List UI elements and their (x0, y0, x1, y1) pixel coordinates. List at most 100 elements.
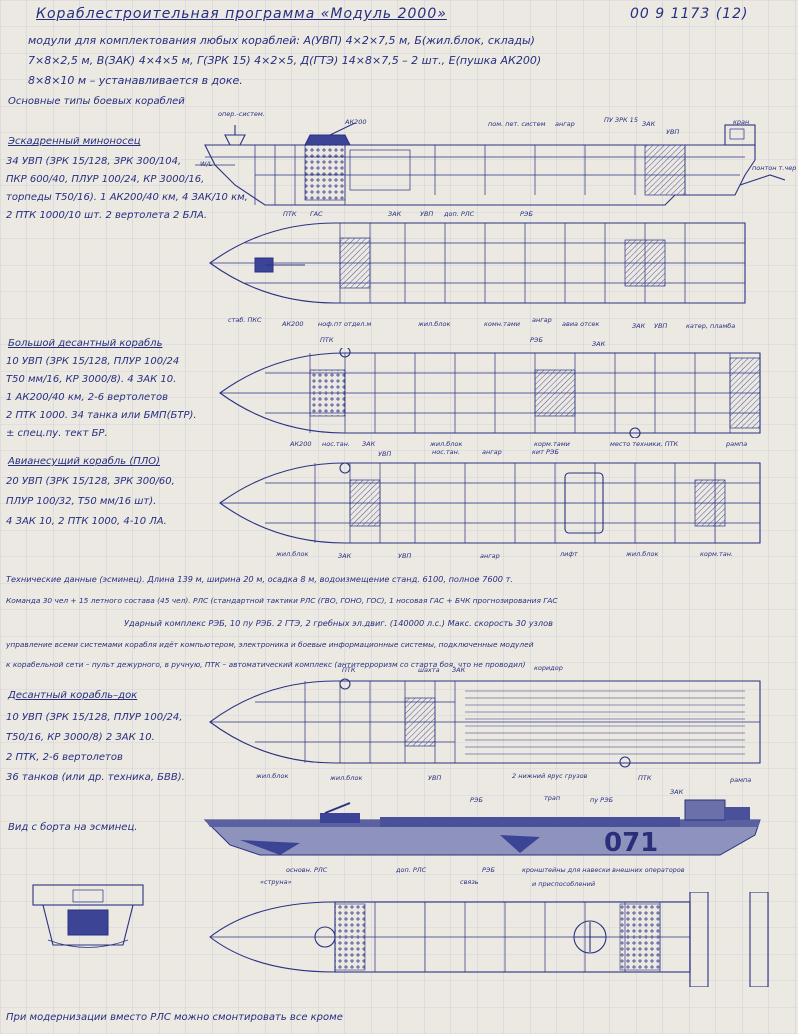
view-label-top-zak: ЗАК (670, 788, 684, 796)
dock-plan-label-5: ПТК (638, 774, 652, 782)
hull-number: 071 (604, 828, 659, 858)
landing-plan-label-4: жил.блок (430, 440, 463, 448)
destroyer-label-kran: кран (733, 118, 750, 126)
destroyer-spec-1: 34 УВП (ЗРК 15/128, ЗРК 300/104, (6, 156, 182, 167)
header-line-3: 7×8×2,5 м, В(ЗАК) 4×4×5 м, Г(ЗРК 15) 4×2… (28, 54, 542, 67)
landing-ship-title: Большой десантный корабль (8, 338, 163, 349)
view-label-top-reb: РЭБ (470, 796, 483, 804)
destroyer-label-zak: ЗАК (642, 120, 656, 128)
dock-plan-label-3: УВП (428, 774, 442, 782)
footer-note: При модернизации вместо РЛС можно смонти… (6, 1012, 343, 1023)
document-title: Кораблестроительная программа «Модуль 20… (36, 6, 447, 22)
header-line-2: модули для комплектования любых кораблей… (28, 34, 535, 47)
landing-plan-label-6: место техники, ПТК (610, 440, 679, 448)
destroyer-spec-3: торпеды Т50/16). 1 АК200/40 км, 4 ЗАК/10… (6, 192, 248, 203)
destroyer-plan-label-5: комн.тами (484, 320, 521, 328)
destroyer-title: Эскадренный миноносец (8, 136, 141, 147)
dock-ship-spec-4: 36 танков (или др. техника, БВВ). (6, 772, 185, 783)
view-label-bottom-3: РЭБ (482, 866, 495, 874)
dock-ship-spec-1: 10 УВП (ЗРК 15/128, ПЛУР 100/24, (6, 712, 183, 723)
destroyer-label-ak200: АК200 (345, 118, 367, 126)
destroyer-label-ops: опер.-систем. (218, 110, 265, 118)
dock-plan-top-zak: ЗАК (452, 666, 466, 674)
destroyer-plan-label-3: ноф.пт отдел.м (318, 320, 372, 328)
destroyer-label-puzrk: ПУ ЗРК 15 (604, 116, 638, 124)
landing-ship-spec-5: ± спец.пу. тект БР. (6, 428, 108, 439)
destroyer-plan-label-1: стаб. ПКС (228, 316, 262, 324)
amphibious-plan-top-uvp: УВП (378, 450, 392, 458)
landing-plan-top-ptk: ПТК (320, 336, 334, 344)
bottom-plan-label: «струна» (260, 878, 292, 886)
bottom-plan-view (209, 892, 769, 987)
view-label-bottom-2: доп. РЛС (396, 866, 427, 874)
dock-plan-label-2: жил.блок (330, 774, 363, 782)
document-number: 00 9 1173 (12) (630, 6, 749, 22)
destroyer-plan-label-2: АК200 (282, 320, 304, 328)
dock-plan-label-6: рампа (730, 776, 752, 784)
amphibious-plan-label-4: ангар (480, 552, 500, 560)
destroyer-label-ptk: ПТК (283, 210, 297, 218)
destroyer-label-uvp: УВП (666, 128, 680, 136)
destroyer-plan-top-rls: доп. РЛС (444, 210, 475, 218)
dock-ship-spec-3: 2 ПТК, 2-6 вертолетов (6, 752, 123, 763)
tech-line-5: к корабельной сети – пульт дежурного, в … (6, 660, 526, 669)
view-label-bottom-6: и приспособлений (532, 880, 596, 888)
landing-ship-spec-2: Т50 мм/16, КР 3000/8). 4 ЗАК 10. (6, 374, 177, 385)
dock-plan-top-ptk: ПТК (342, 666, 356, 674)
view-label-top-trap: трап (544, 794, 561, 802)
landing-plan-label-2: нос.тан. (322, 440, 350, 448)
section-title: Основные типы боевых кораблей (8, 96, 185, 107)
tech-line-4: управление всеми системами корабля идёт … (6, 640, 534, 649)
amphibious-spec-2: ПЛУР 100/32, Т50 мм/16 шт). (6, 496, 157, 507)
destroyer-plan-label-10: катер, пламба (686, 322, 736, 330)
view-label-bottom-1: основн. РЛС (286, 866, 328, 874)
dock-ship-spec-2: Т50/16, КР 3000/8) 2 ЗАК 10. (6, 732, 155, 743)
amphibious-plan-label-1: жил.блок (276, 550, 309, 558)
amphibious-spec-1: 20 УВП (ЗРК 15/128, ЗРК 300/60, (6, 476, 175, 487)
view-caption: Вид с борта на эсминец. (8, 822, 138, 833)
landing-ship-spec-1: 10 УВП (ЗРК 15/128, ПЛУР 100/24 (6, 356, 180, 367)
view-label-top-pu-reb: пу РЭБ (590, 796, 614, 804)
dock-plan-label-1: жил.блок (256, 772, 289, 780)
destroyer-spec-2: ПКР 600/40, ПЛУР 100/24, КР 3000/16, (6, 174, 205, 185)
destroyer-plan-label-7: авиа отсек (562, 320, 600, 328)
landing-plan-label-7: рампа (726, 440, 748, 448)
dock-plan-label-4: 2 нижний ярус грузов (512, 772, 588, 780)
landing-plan-label-5: корм.тами (534, 440, 570, 448)
amphibious-plan-label-3: УВП (398, 552, 412, 560)
destroyer-plan-label-6: ангар (532, 316, 552, 324)
amphibious-plan-top-nos: нос.тан. (432, 448, 460, 456)
amphibious-spec-3: 4 ЗАК 10, 2 ПТК 1000, 4-10 ЛА. (6, 516, 167, 527)
destroyer-plan-top-uvp: УВП (420, 210, 434, 218)
landing-ship-plan-view (219, 348, 761, 438)
destroyer-plan-view (209, 222, 746, 304)
destroyer-plan-label-9: УВП (654, 322, 668, 330)
view-label-bottom-5: кронштейны для навески внешних операторо… (522, 866, 685, 874)
landing-ship-spec-4: 2 ПТК 1000. 34 танка или БМП(БТР). (6, 410, 197, 421)
dock-ship-title: Десантный корабль–док (8, 690, 138, 701)
destroyer-plan-top-zak: ЗАК (388, 210, 402, 218)
destroyer-spec-4: 2 ПТК 1000/10 шт. 2 вертолета 2 БЛА. (6, 210, 207, 221)
tech-line-3: Ударный комплекс РЭБ, 10 пу РЭБ. 2 ГТЭ, … (124, 618, 553, 628)
landing-plan-label-1: АК200 (290, 440, 312, 448)
dock-plan-top-corridor: коридор (534, 664, 563, 672)
header-line-4: 8×8×10 м – устанавливается в доке. (28, 74, 243, 87)
tech-line-2: Команда 30 чел + 15 летного состава (45 … (6, 596, 558, 605)
amphibious-plan-label-2: ЗАК (338, 552, 352, 560)
amphibious-plan-view (219, 462, 761, 544)
landing-plan-top-reb: РЭБ (530, 336, 543, 344)
amphibious-plan-label-6: жил.блок (626, 550, 659, 558)
destroyer-label-pont: понтон т.чер (752, 164, 797, 172)
landing-plan-label-3: ЗАК (362, 440, 376, 448)
landing-plan-top-zak: ЗАК (592, 340, 606, 348)
destroyer-plan-top-reb: РЭБ (520, 210, 533, 218)
landing-ship-spec-3: 1 АК200/40 км, 2-6 вертолетов (6, 392, 169, 403)
destroyer-front-view (32, 884, 144, 948)
destroyer-side-view (195, 122, 785, 206)
destroyer-label-angar: ангар (555, 120, 575, 128)
amphibious-plan-top-angar: ангар (482, 448, 502, 456)
destroyer-label-pom: пом. пет. систем (488, 120, 546, 128)
destroyer-label-wl: W/L (200, 160, 213, 168)
dock-ship-plan-view (209, 678, 761, 768)
